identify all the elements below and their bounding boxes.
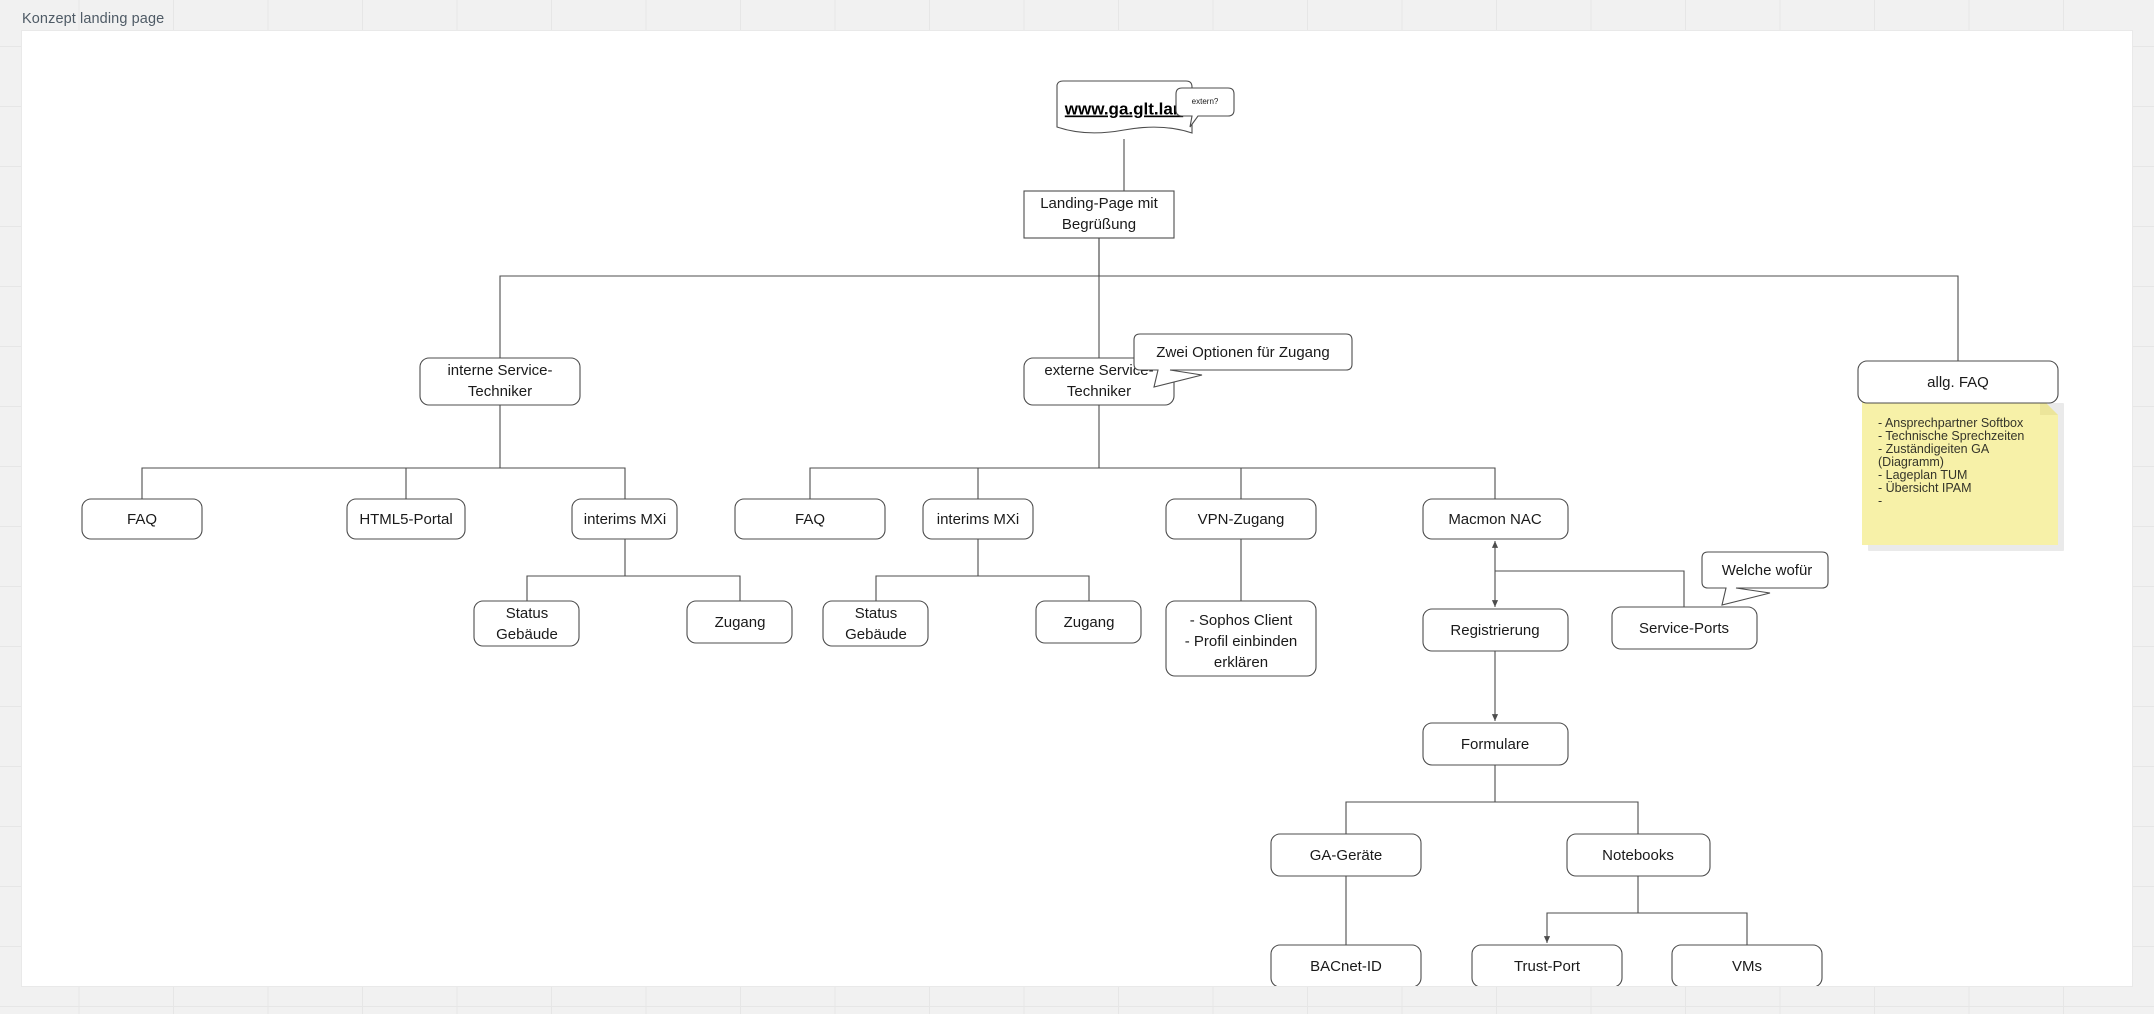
node-registrierung-label: Registrierung bbox=[1450, 622, 1539, 639]
diagram-canvas[interactable]: - Ansprechpartner Softbox - Technische S… bbox=[22, 31, 2132, 986]
node-landing-page[interactable]: Landing-Page mit Begrüßung bbox=[1023, 190, 1175, 239]
flowchart-svg[interactable]: - Ansprechpartner Softbox - Technische S… bbox=[22, 31, 2132, 986]
node-formulare-label: Formulare bbox=[1461, 736, 1529, 753]
edge-interne-faq bbox=[141, 405, 501, 499]
note-line: - Technische Sprechzeiten bbox=[1878, 429, 2024, 443]
node-formulare[interactable]: Formulare bbox=[1422, 722, 1569, 766]
node-interims-mxi-extern[interactable]: interims MXi bbox=[922, 498, 1034, 540]
node-ga-geraete-label: GA-Geräte bbox=[1310, 847, 1383, 864]
svg-text:interne Service-: interne Service- bbox=[447, 362, 552, 379]
node-interims-mxi-intern-label: interims MXi bbox=[584, 511, 667, 528]
note-line: - Lageplan TUM bbox=[1878, 468, 1967, 482]
node-vms-label: VMs bbox=[1732, 958, 1762, 975]
node-allg-faq[interactable]: allg. FAQ bbox=[1857, 360, 2059, 404]
node-vms[interactable]: VMs bbox=[1671, 944, 1823, 986]
node-bacnet-id-label: BACnet-ID bbox=[1310, 958, 1382, 975]
edge-macmon-serviceports bbox=[1495, 570, 1685, 607]
node-interims-mxi-intern[interactable]: interims MXi bbox=[571, 498, 678, 540]
svg-text:Landing-Page mit: Landing-Page mit bbox=[1040, 195, 1158, 212]
note-line: - bbox=[1878, 494, 1882, 508]
callout-zwei-optionen[interactable]: Zwei Optionen für Zugang bbox=[1133, 333, 1353, 388]
sticky-note[interactable]: - Ansprechpartner Softbox - Technische S… bbox=[1862, 397, 2064, 551]
node-service-ports-label: Service-Ports bbox=[1639, 620, 1729, 637]
node-trust-port[interactable]: Trust-Port bbox=[1471, 944, 1623, 986]
svg-text:- Sophos Client: - Sophos Client bbox=[1190, 612, 1293, 629]
node-sophos-client[interactable]: - Sophos Client - Profil einbinden erklä… bbox=[1165, 600, 1317, 677]
edge-mxileft-zugang bbox=[625, 575, 741, 601]
callout-zwei-optionen-label: Zwei Optionen für Zugang bbox=[1156, 344, 1329, 361]
node-zugang-extern-label: Zugang bbox=[1064, 614, 1115, 631]
edge-externe-macmon bbox=[1099, 467, 1496, 499]
node-url-label: www.ga.glt.lan bbox=[1064, 99, 1183, 118]
node-ga-geraete[interactable]: GA-Geräte bbox=[1270, 833, 1422, 877]
node-vpn-zugang-label: VPN-Zugang bbox=[1198, 511, 1285, 528]
svg-text:Techniker: Techniker bbox=[468, 383, 532, 400]
callout-extern[interactable]: extern? bbox=[1175, 87, 1235, 128]
edge-interne-mxi bbox=[500, 467, 626, 499]
callout-welche-wofuer-label: Welche wofür bbox=[1722, 562, 1813, 579]
svg-text:Begrüßung: Begrüßung bbox=[1062, 216, 1136, 233]
edge-mxiright-status bbox=[875, 539, 979, 601]
note-line: - Übersicht IPAM bbox=[1878, 481, 1972, 495]
node-faq-intern-label: FAQ bbox=[127, 511, 157, 528]
svg-text:Status: Status bbox=[855, 605, 898, 622]
node-url[interactable]: www.ga.glt.lan bbox=[1056, 80, 1193, 134]
edge-layer bbox=[141, 139, 1959, 945]
node-zugang-extern[interactable]: Zugang bbox=[1035, 600, 1142, 644]
node-faq-intern[interactable]: FAQ bbox=[81, 498, 203, 540]
note-line: (Diagramm) bbox=[1878, 455, 1944, 469]
node-registrierung[interactable]: Registrierung bbox=[1422, 608, 1569, 652]
edge-mxiright-zugang bbox=[978, 575, 1090, 601]
node-html5-portal-label: HTML5-Portal bbox=[359, 511, 452, 528]
edge-mxileft-status bbox=[526, 539, 626, 601]
page-title: Konzept landing page bbox=[22, 11, 165, 27]
node-zugang-intern[interactable]: Zugang bbox=[686, 600, 793, 644]
svg-text:Status: Status bbox=[506, 605, 549, 622]
node-allg-faq-label: allg. FAQ bbox=[1927, 374, 1989, 391]
node-status-gebaeude-intern[interactable]: Status Gebäude bbox=[473, 600, 580, 647]
callout-welche-wofuer[interactable]: Welche wofür bbox=[1701, 551, 1829, 606]
node-faq-extern-label: FAQ bbox=[795, 511, 825, 528]
svg-text:- Profil einbinden: - Profil einbinden bbox=[1185, 633, 1298, 650]
callout-extern-label: extern? bbox=[1192, 97, 1219, 106]
node-zugang-intern-label: Zugang bbox=[715, 614, 766, 631]
edge-externe-faqright bbox=[809, 405, 1100, 499]
edge-externe-mxiright bbox=[977, 467, 1099, 499]
node-faq-extern[interactable]: FAQ bbox=[734, 498, 886, 540]
node-macmon-nac[interactable]: Macmon NAC bbox=[1422, 498, 1569, 540]
node-vpn-zugang[interactable]: VPN-Zugang bbox=[1165, 498, 1317, 540]
node-notebooks-label: Notebooks bbox=[1602, 847, 1674, 864]
edge-notebooks-trustport bbox=[1543, 876, 1639, 943]
edge-landing-allgfaq bbox=[1099, 275, 1959, 361]
node-notebooks[interactable]: Notebooks bbox=[1566, 833, 1711, 877]
node-status-gebaeude-extern[interactable]: Status Gebäude bbox=[822, 600, 929, 647]
svg-text:Gebäude: Gebäude bbox=[496, 626, 558, 643]
edge-interne-html5 bbox=[405, 467, 500, 499]
svg-text:erklären: erklären bbox=[1214, 654, 1268, 671]
node-interne-service-techniker[interactable]: interne Service- Techniker bbox=[419, 357, 581, 406]
svg-text:Gebäude: Gebäude bbox=[845, 626, 907, 643]
node-trust-port-label: Trust-Port bbox=[1514, 958, 1581, 975]
edge-notebooks-vms bbox=[1638, 912, 1748, 945]
svg-text:externe Service-: externe Service- bbox=[1044, 362, 1153, 379]
node-bacnet-id[interactable]: BACnet-ID bbox=[1270, 944, 1422, 986]
edge-formulare-gageraete bbox=[1345, 765, 1496, 834]
edge-landing-interne bbox=[499, 238, 1100, 358]
node-macmon-nac-label: Macmon NAC bbox=[1448, 511, 1542, 528]
svg-text:Techniker: Techniker bbox=[1067, 383, 1131, 400]
edge-formulare-notebooks bbox=[1495, 801, 1639, 834]
node-html5-portal[interactable]: HTML5-Portal bbox=[346, 498, 466, 540]
note-line: - Ansprechpartner Softbox bbox=[1878, 416, 2024, 430]
note-line: - Zuständigeiten GA bbox=[1878, 442, 1990, 456]
node-interims-mxi-extern-label: interims MXi bbox=[937, 511, 1020, 528]
node-service-ports[interactable]: Service-Ports bbox=[1611, 606, 1758, 650]
edge-externe-vpn bbox=[1099, 467, 1242, 499]
